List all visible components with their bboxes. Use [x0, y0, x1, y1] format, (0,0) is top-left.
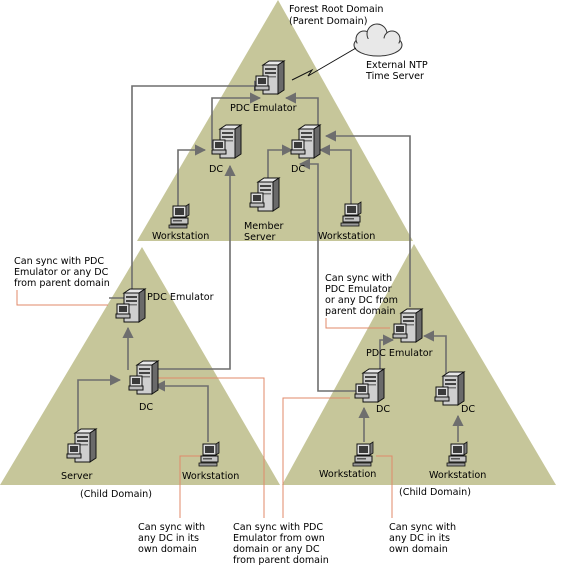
- left-child-server-label: Server: [61, 471, 93, 482]
- callout-right-pdc-line2: PDC Emulator: [325, 284, 392, 295]
- parent-dc-left-label: DC: [209, 164, 223, 175]
- right-child-domain-region: [282, 244, 556, 485]
- right-child-workstation-right-label: Workstation: [429, 470, 486, 481]
- callout-left-workstation-line3: own domain: [138, 544, 197, 555]
- callout-left-workstation-line1: Can sync with: [138, 522, 205, 533]
- callout-center-dc-line4: from parent domain: [233, 555, 329, 566]
- callout-left-pdc-line3: from parent domain: [14, 278, 110, 289]
- right-child-dc-left-label: DC: [376, 404, 390, 415]
- callout-left-pdc-line1: Can sync with PDC: [14, 256, 104, 267]
- parent-workstation-right-label: Workstation: [318, 231, 375, 242]
- ntp-label-line1: External NTP: [366, 60, 428, 71]
- right-child-dc-right-label: DC: [461, 404, 475, 415]
- callout-right-workstation-line2: any DC in its: [389, 533, 450, 544]
- parent-pdc-emulator-label: PDC Emulator: [230, 103, 297, 114]
- right-child-workstation-left-label: Workstation: [319, 469, 376, 480]
- parent-domain-title: Forest Root Domain: [289, 4, 384, 15]
- left-child-dc-label: DC: [139, 402, 153, 413]
- callout-right-workstation-line3: own domain: [389, 544, 448, 555]
- parent-dc-right-label: DC: [291, 164, 305, 175]
- callout-right-pdc-line3: or any DC from: [325, 295, 398, 306]
- callout-right-pdc-line1: Can sync with: [325, 273, 392, 284]
- member-server-label-line2: Server: [244, 232, 276, 243]
- right-child-domain-caption: (Child Domain): [399, 487, 471, 498]
- callout-left-pdc-line2: Emulator or any DC: [14, 267, 109, 278]
- left-child-pdc-emulator-label: PDC Emulator: [147, 292, 214, 303]
- ntp-lightning-link: [291, 47, 357, 81]
- callout-right-workstation-line1: Can sync with: [389, 522, 456, 533]
- callout-left-workstation-line2: any DC in its: [138, 533, 199, 544]
- parent-domain-subtitle: (Parent Domain): [289, 16, 367, 27]
- member-server-label-line1: Member: [244, 221, 284, 232]
- ntp-label-line2: Time Server: [365, 71, 424, 82]
- left-child-workstation-label: Workstation: [182, 471, 239, 482]
- callout-center-dc-line3: domain or any DC: [233, 544, 320, 555]
- callout-right-pdc-line4: parent domain: [325, 306, 395, 317]
- callout-leaders: [16, 290, 393, 518]
- parent-workstation-left-label: Workstation: [152, 231, 209, 242]
- sync-connectors: [77, 80, 464, 442]
- right-child-pdc-emulator-label: PDC Emulator: [366, 348, 433, 359]
- left-child-domain-caption: (Child Domain): [80, 489, 152, 500]
- callout-center-dc-line1: Can sync with PDC: [233, 522, 323, 533]
- callout-center-dc-line2: Emulator from own: [233, 533, 325, 544]
- external-ntp-cloud-icon: [353, 23, 403, 57]
- parent-domain-region: [137, 0, 413, 241]
